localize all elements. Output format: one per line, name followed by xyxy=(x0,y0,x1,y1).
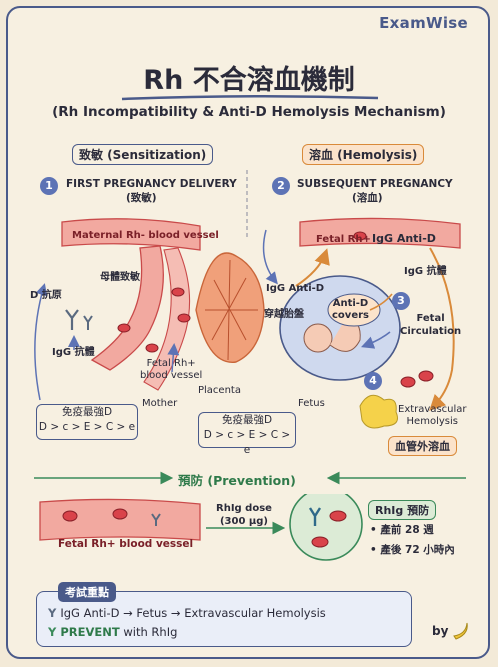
fetal-vessel-line2: blood vessel xyxy=(140,370,203,381)
step-2-line1: SUBSEQUENT PREGNANCY xyxy=(297,178,453,190)
step-3-badge: 3 xyxy=(392,292,410,310)
igg-antibody-label: IgG 抗體 xyxy=(52,347,95,358)
rhig-prevention-tag: RhIg 預防 xyxy=(368,500,437,520)
placenta-label: Placenta xyxy=(198,385,241,396)
prenatal-timing: • 產前 28 週 xyxy=(370,524,434,536)
fetal-rh-label: Fetal Rh+ xyxy=(316,234,371,245)
postnatal-timing: • 產後 72 小時內 xyxy=(370,544,455,556)
fetal-vessel-line1: Fetal Rh+ xyxy=(146,358,196,369)
page-title: Rh 不合溶血機制 xyxy=(143,65,355,96)
step-1-title: FIRST PREGNANCY DELIVERY (致敏) xyxy=(66,177,237,205)
maternal-vessel-label: Maternal Rh- blood vessel xyxy=(72,230,219,241)
rhig-bubble xyxy=(289,494,363,561)
step-2-title: SUBSEQUENT PREGNANCY (溶血) xyxy=(297,177,453,205)
immunity-box-right-title: 免疫最強D xyxy=(221,414,273,426)
page-subtitle: (Rh Incompatibility & Anti-D Hemolysis M… xyxy=(52,104,446,120)
immunity-box-left: 免疫最強D D > c > E > C > e xyxy=(36,404,138,440)
immunity-box-right-order: D > c > E > C > e xyxy=(203,429,291,456)
section-hemolysis: 溶血 (Hemolysis) xyxy=(302,144,425,165)
igg-anti-d-label: IgG Anti-D xyxy=(372,232,436,245)
macrophage-shape xyxy=(359,394,398,429)
exam-point-1: Y IgG Anti-D → Fetus → Extravascular Hem… xyxy=(48,604,326,622)
step-1-line2: (致敏) xyxy=(126,192,157,204)
igg-antibody-right-label: IgG 抗體 xyxy=(404,266,447,277)
step-4-badge: 4 xyxy=(364,372,382,390)
byline: by xyxy=(432,624,449,638)
maternal-sensitized-label: 母體致敏 xyxy=(100,272,140,283)
rhig-dose-label: RhIg dose (300 μg) xyxy=(216,502,272,528)
rhig-dose-line2: (300 μg) xyxy=(219,516,268,527)
rhig-dose-line1: RhIg dose xyxy=(216,503,272,514)
fetal-vessel-shape xyxy=(90,245,164,371)
brand-logo: ExamWise xyxy=(379,14,468,32)
immunity-box-left-title: 免疫最強D xyxy=(61,406,113,418)
step-4-line2: Hemolysis xyxy=(406,416,458,427)
step-3-line2: Circulation xyxy=(400,326,462,337)
section-prevention: 預防 (Prevention) xyxy=(178,473,296,488)
exam-point-2: Y PREVENT with RhIg xyxy=(48,623,177,641)
anti-d-covers-line1: Anti-D xyxy=(332,298,369,309)
extravascular-hemolysis-tag: 血管外溶血 xyxy=(388,436,457,456)
prevention-illustration xyxy=(39,494,363,561)
prevention-vessel-label: Fetal Rh+ blood vessel xyxy=(58,538,194,550)
step-4-line1: Extravascular xyxy=(398,404,467,415)
immunity-box-right: 免疫最強D D > c > E > C > e xyxy=(198,412,296,456)
step-1-line1: FIRST PREGNANCY DELIVERY xyxy=(66,178,237,190)
maternal-vessel-shape xyxy=(61,218,201,251)
exam-points-tag: 考試重點 xyxy=(58,582,116,602)
exam-point-2-prevent: PREVENT xyxy=(60,625,120,639)
antibody-icon: Y xyxy=(48,606,61,620)
section-sensitization: 致敏 (Sensitization) xyxy=(72,144,214,165)
prevention-arrows xyxy=(34,471,466,485)
anti-d-covers-label: Anti-D covers xyxy=(332,298,369,322)
step-4-title: Extravascular Hemolysis xyxy=(398,404,467,428)
anti-d-covers-line2: covers xyxy=(332,310,369,321)
step-1-badge: 1 xyxy=(40,177,58,195)
step-2-line2: (溶血) xyxy=(352,192,383,204)
d-antigen-label: D 抗原 xyxy=(30,290,62,301)
step-3-title: Fetal Circulation xyxy=(400,312,461,338)
step-3-line1: Fetal xyxy=(416,313,445,324)
fetus-label: Fetus xyxy=(298,398,325,409)
fetal-vessel-label: Fetal Rh+ blood vessel xyxy=(140,358,202,382)
mechanism-illustration xyxy=(34,217,461,429)
exam-point-2-suffix: with RhIg xyxy=(119,625,178,639)
title-underline xyxy=(121,94,379,101)
step-2-badge: 2 xyxy=(272,177,290,195)
center-divider xyxy=(246,170,248,240)
banana-icon xyxy=(453,622,468,640)
igg-anti-d-small-label: IgG Anti-D xyxy=(266,283,325,294)
cross-placenta-label: 穿越胎盤 xyxy=(264,309,304,320)
exam-point-1-text: IgG Anti-D → Fetus → Extravascular Hemol… xyxy=(60,606,326,620)
mother-label: Mother xyxy=(142,398,178,409)
rhig-icon: Y xyxy=(48,625,61,639)
immunity-box-left-order: D > c > E > C > e xyxy=(38,421,136,433)
